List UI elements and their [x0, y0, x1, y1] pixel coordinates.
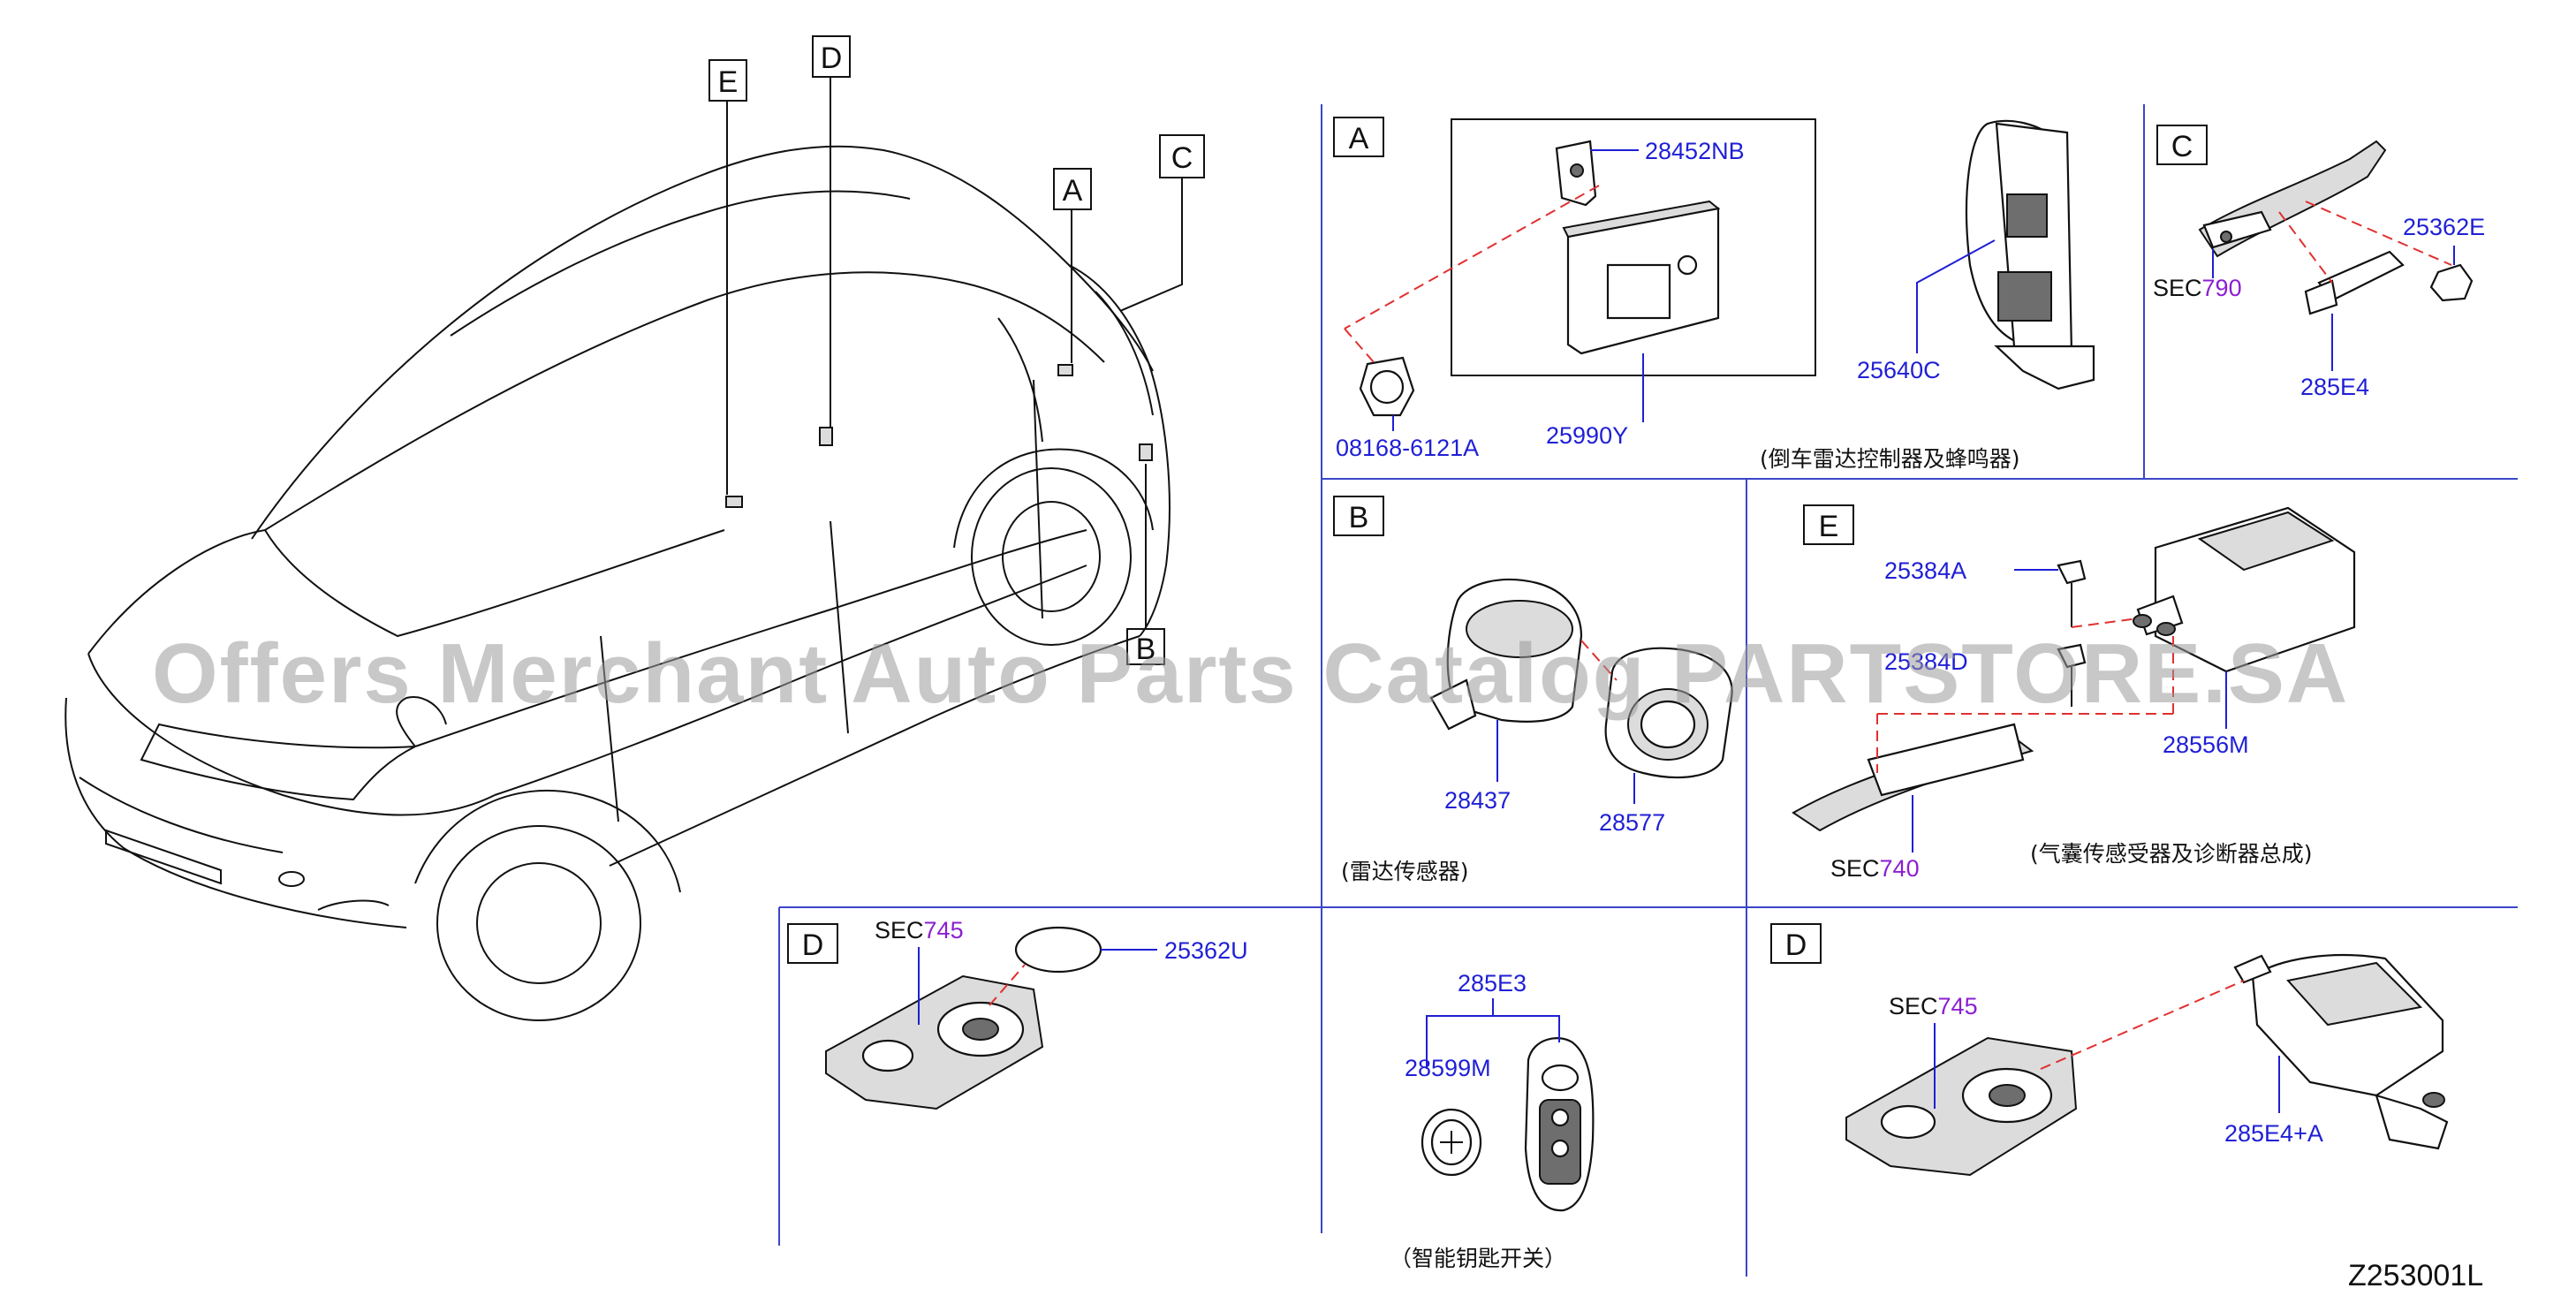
panel-b-label[interactable]: B — [1333, 496, 1384, 536]
sensor-a-marker — [1057, 364, 1073, 376]
nut-25362e — [2429, 263, 2474, 302]
watermark: Offers Merchant Auto Parts Catalog PARTS… — [152, 626, 2349, 721]
part-label[interactable]: 285E4 — [2300, 374, 2369, 400]
svg-text:E: E — [718, 65, 739, 99]
car-callout-b[interactable]: B — [1126, 628, 1165, 666]
panel-d2: D SEC745 285E4+A — [1770, 923, 2449, 1177]
bolt-25384d — [2057, 643, 2087, 669]
panel-smart-key: 285E3 28599M （智能钥匙开关） — [1390, 970, 1595, 1271]
svg-text:C: C — [2171, 130, 2193, 163]
panel-d1-label[interactable]: D — [787, 923, 838, 964]
sec-ref[interactable]: SEC745 — [1889, 993, 1978, 1019]
part-label[interactable]: 28452NB — [1645, 138, 1745, 164]
svg-text:D: D — [1785, 928, 1807, 962]
sensor-b-marker — [1139, 443, 1153, 461]
panel-c-label[interactable]: C — [2156, 125, 2208, 165]
svg-text:A: A — [1349, 122, 1369, 155]
bolt-25384a — [2057, 559, 2087, 585]
panel-dividers — [778, 104, 2518, 1277]
sensor-d-marker — [819, 427, 833, 446]
panel-a: A 28452NB 08168-6121A 25990Y 25640C (倒车雷 — [1333, 117, 2095, 472]
panel-key-caption: （智能钥匙开关） — [1390, 1246, 1566, 1271]
part-label[interactable]: 28437 — [1444, 787, 1511, 814]
part-label[interactable]: 08168-6121A — [1336, 435, 1479, 461]
car-callout-e[interactable]: E — [708, 59, 747, 102]
panel-d2-label[interactable]: D — [1770, 923, 1822, 964]
svg-text:B: B — [1136, 633, 1156, 666]
part-label[interactable]: 28577 — [1599, 809, 1665, 836]
part-label[interactable]: 25384A — [1884, 557, 1966, 584]
svg-text:A: A — [1063, 174, 1083, 208]
svg-text:D: D — [802, 928, 824, 962]
svg-text:E: E — [1819, 510, 1839, 543]
panel-d1: D SEC745 25362U — [787, 917, 1248, 1110]
diagram-code: Z253001L — [2348, 1259, 2483, 1292]
panel-a-caption: (倒车雷达控制器及蜂鸣器) — [1760, 446, 2020, 472]
car-illustration: E D A C B — [64, 35, 1205, 1021]
panel-c: C SEC790 25362E 285E4 — [2153, 125, 2485, 400]
panel-e: E 25384A 25384D 28556M SEC740 (气囊传感受器及诊断… — [1792, 504, 2356, 882]
part-label[interactable]: 285E3 — [1458, 970, 1527, 997]
sec-ref[interactable]: SEC790 — [2153, 275, 2242, 301]
part-label[interactable]: 28599M — [1405, 1055, 1491, 1081]
sensor-e-marker — [725, 496, 743, 508]
part-label[interactable]: 285E4+A — [2224, 1120, 2323, 1147]
panel-e-label[interactable]: E — [1803, 504, 1854, 545]
car-callout-c[interactable]: C — [1159, 134, 1205, 178]
part-label[interactable]: 25362U — [1164, 937, 1248, 964]
sec-ref[interactable]: SEC740 — [1830, 855, 1920, 882]
panel-b-caption: (雷达传感器) — [1341, 859, 1469, 884]
svg-text:D: D — [821, 42, 843, 75]
part-label[interactable]: 25362E — [2403, 214, 2485, 240]
part-label[interactable]: 25384D — [1884, 648, 1968, 675]
part-label[interactable]: 25990Y — [1546, 422, 1628, 449]
svg-text:C: C — [1171, 141, 1193, 175]
panel-a-label[interactable]: A — [1333, 117, 1384, 157]
label-25362u — [1014, 926, 1102, 974]
part-label[interactable]: 28556M — [2163, 731, 2249, 758]
part-label[interactable]: 25640C — [1857, 357, 1941, 383]
car-callout-a[interactable]: A — [1053, 168, 1092, 210]
panel-b: B 28437 28577 (雷达传感器) — [1333, 496, 1733, 884]
sec-ref[interactable]: SEC745 — [875, 917, 964, 943]
panel-e-caption: (气囊传感受器及诊断器总成) — [2030, 841, 2313, 867]
car-callout-d[interactable]: D — [812, 35, 851, 78]
svg-text:B: B — [1349, 501, 1369, 534]
